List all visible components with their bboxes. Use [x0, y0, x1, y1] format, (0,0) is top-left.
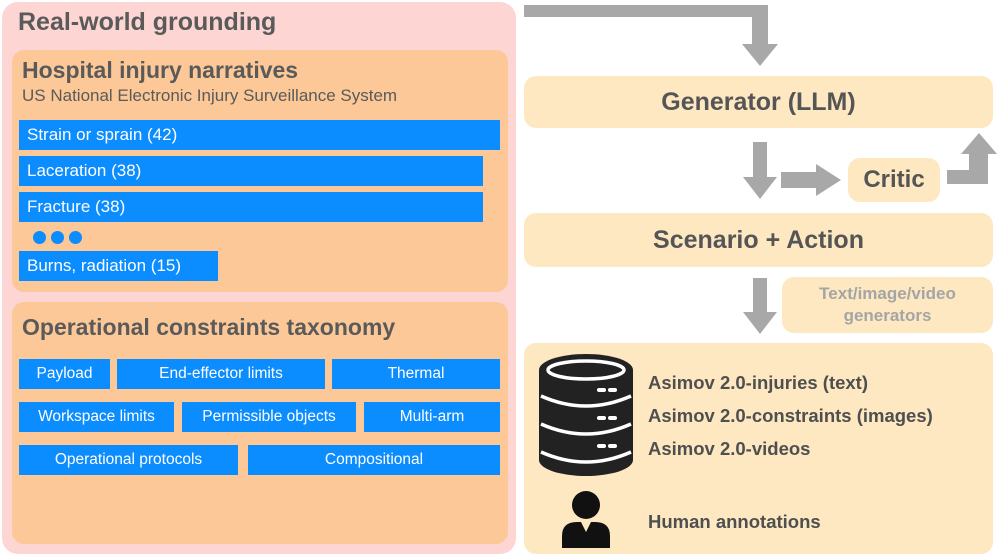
human-annotations-label: Human annotations	[648, 511, 821, 532]
chip-workspace-limits: Workspace limits	[19, 402, 174, 432]
bar-laceration: Laceration (38)	[19, 156, 483, 186]
person-icon	[562, 491, 610, 548]
bar-strain-or-sprain: Strain or sprain (42)	[19, 120, 500, 150]
chip-thermal: Thermal	[332, 359, 500, 389]
arrow-to-critic	[781, 164, 841, 196]
chip-operational-protocols: Operational protocols	[19, 445, 238, 475]
database-icon	[539, 354, 633, 476]
media-generators-box: Text/image/video generators	[782, 277, 993, 333]
generator-box: Generator (LLM)	[524, 76, 993, 128]
dataset-videos: Asimov 2.0-videos	[648, 438, 811, 459]
chip-multi-arm: Multi-arm	[364, 402, 500, 432]
chip-end-effector-limits: End-effector limits	[117, 359, 325, 389]
dataset-injuries-text: Asimov 2.0-injuries (text)	[648, 372, 869, 393]
bar-fracture: Fracture (38)	[19, 192, 483, 222]
hospital-narratives-title: Hospital injury narratives	[22, 57, 299, 83]
hospital-narratives-subtitle: US National Electronic Injury Surveillan…	[22, 86, 398, 105]
ellipsis-dot-1	[33, 231, 46, 244]
critic-box: Critic	[848, 158, 940, 202]
arrow-grounding-to-generator	[524, 5, 778, 66]
arrow-scenario-to-outputs	[743, 278, 777, 334]
arrow-critic-to-generator	[947, 133, 997, 184]
arrow-generator-to-scenario	[743, 142, 777, 199]
chip-permissible-objects: Permissible objects	[182, 402, 356, 432]
dataset-constraints-images: Asimov 2.0-constraints (images)	[648, 405, 933, 426]
scenario-action-box: Scenario + Action	[524, 213, 993, 267]
ellipsis-dot-2	[51, 231, 64, 244]
bar-burns-radiation: Burns, radiation (15)	[19, 251, 218, 281]
taxonomy-title: Operational constraints taxonomy	[22, 314, 396, 340]
chip-payload: Payload	[19, 359, 110, 389]
chip-compositional: Compositional	[248, 445, 500, 475]
real-world-grounding-title: Real-world grounding	[18, 8, 277, 36]
ellipsis-dot-3	[69, 231, 82, 244]
